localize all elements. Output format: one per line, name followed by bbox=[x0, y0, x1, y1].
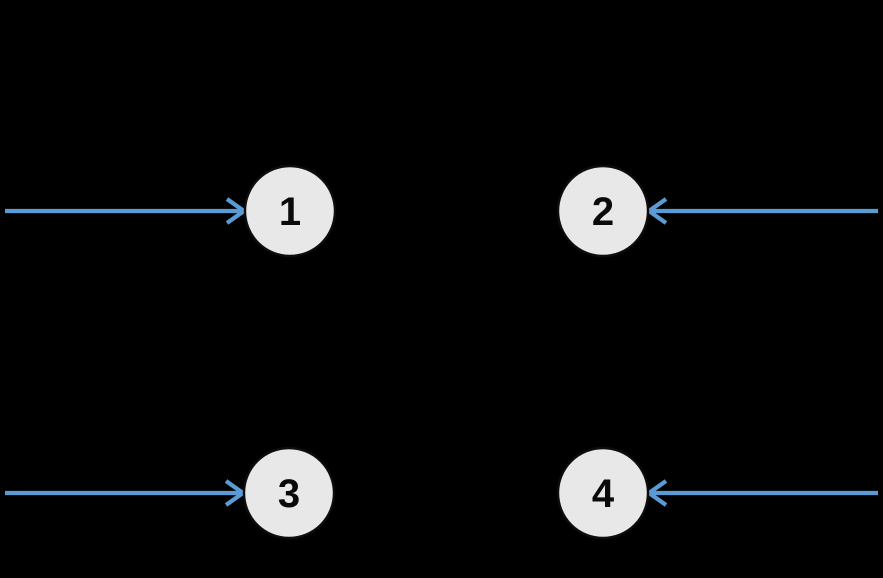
node-1-circle bbox=[243, 164, 337, 258]
node-2[interactable]: 2 bbox=[556, 164, 650, 258]
node-3[interactable]: 3 bbox=[242, 446, 336, 540]
node-4-label: 4 bbox=[592, 472, 615, 516]
node-3-label: 3 bbox=[278, 472, 300, 516]
node-4[interactable]: 4 bbox=[556, 446, 650, 540]
node-3-circle bbox=[242, 446, 336, 540]
node-2-circle bbox=[556, 164, 650, 258]
edge-into-2[interactable] bbox=[645, 197, 878, 225]
edge-into-3[interactable] bbox=[5, 479, 247, 507]
node-2-label: 2 bbox=[592, 190, 614, 234]
edge-into-1[interactable] bbox=[5, 197, 248, 225]
node-4-circle bbox=[556, 446, 650, 540]
edge-into-4[interactable] bbox=[645, 479, 878, 507]
node-1-label: 1 bbox=[279, 190, 301, 234]
node-1[interactable]: 1 bbox=[243, 164, 337, 258]
